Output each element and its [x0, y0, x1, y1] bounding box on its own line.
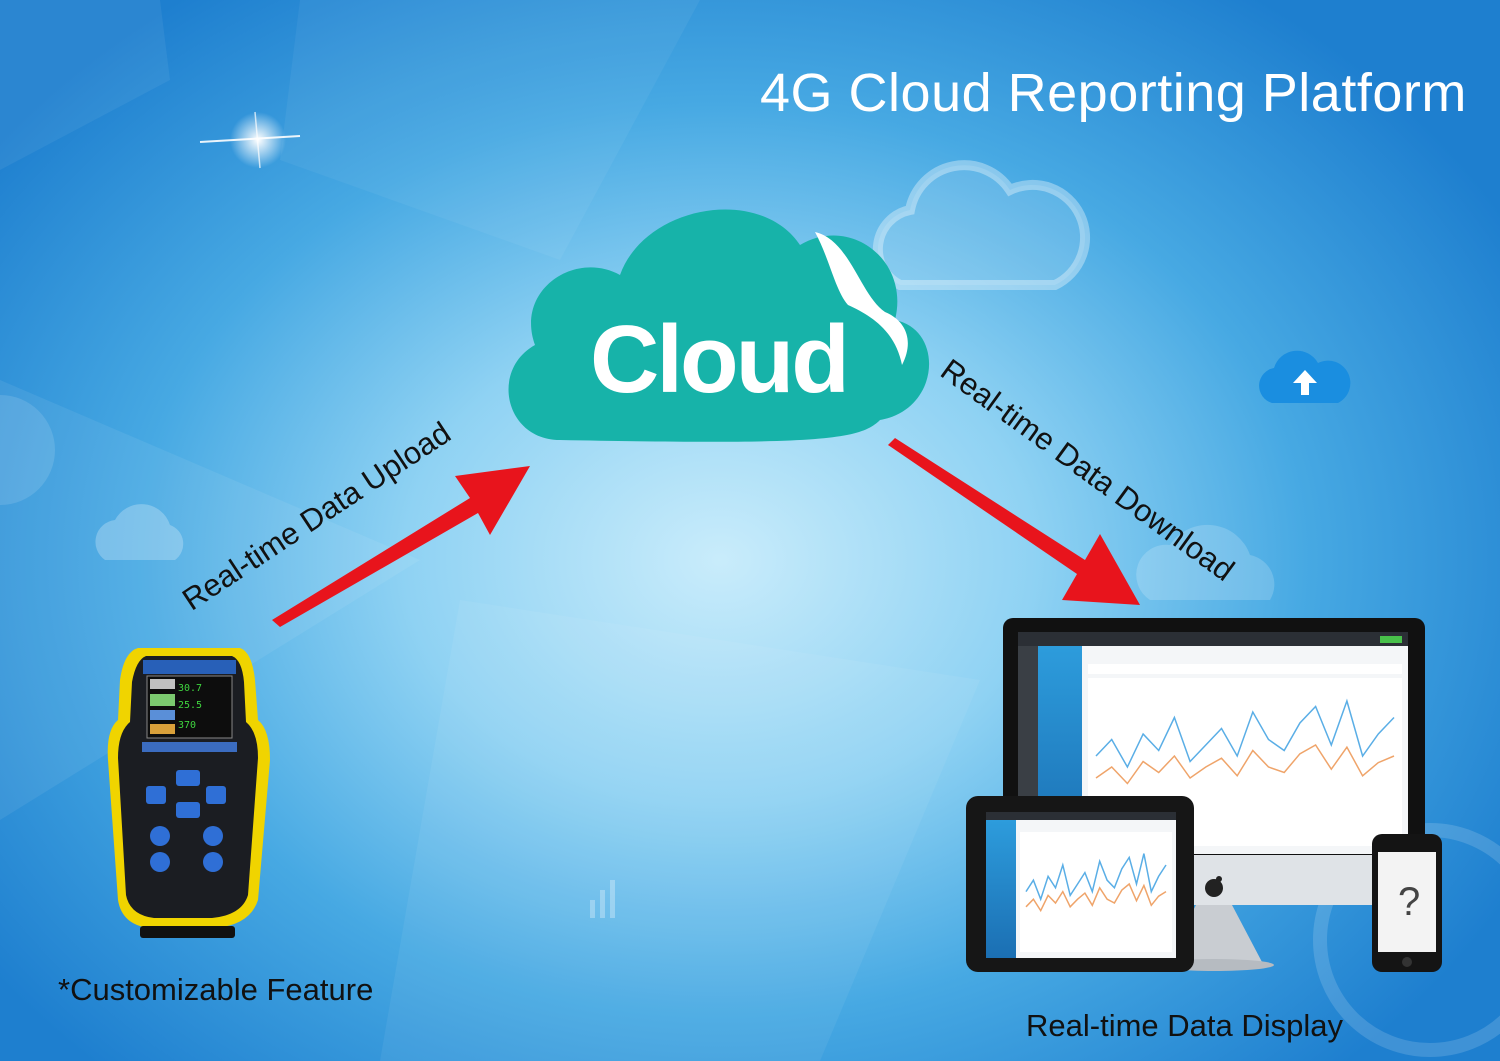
screen-series-blue: [1025, 853, 1167, 902]
device-reading-3: 370: [178, 720, 196, 731]
bar-chart-icon: [590, 880, 615, 918]
handheld-device: [107, 648, 270, 938]
apple-logo-icon: [1205, 876, 1223, 897]
download-arrow: [888, 438, 1140, 605]
display-caption: Real-time Data Display: [1026, 1008, 1343, 1043]
smartphone-device: [1372, 834, 1442, 972]
upload-arrow: [272, 466, 530, 627]
device-footnote: *Customizable Feature: [58, 972, 374, 1007]
sparkle-icon: [199, 111, 301, 169]
monitor-chart: [1095, 698, 1395, 785]
bg-cloud-right: [1136, 524, 1500, 1057]
bg-cloud-left: [0, 395, 184, 560]
bg-cloud-top-right: [872, 160, 1091, 290]
page-title: 4G Cloud Reporting Platform: [760, 63, 1467, 123]
tablet-device: [966, 796, 1194, 972]
device-reading-1: 30.7: [178, 683, 202, 694]
phone-question-glyph: ?: [1398, 880, 1421, 924]
cloud-label: Cloud: [590, 306, 850, 413]
main-cloud-shape: [508, 209, 930, 442]
tablet-chart: [1025, 853, 1167, 913]
screen-series-orange: [1025, 882, 1167, 913]
screen-series-blue: [1095, 698, 1395, 769]
cloud-upload-icon: [1259, 350, 1351, 403]
screen-series-orange: [1095, 744, 1395, 785]
device-reading-2: 25.5: [178, 700, 202, 711]
